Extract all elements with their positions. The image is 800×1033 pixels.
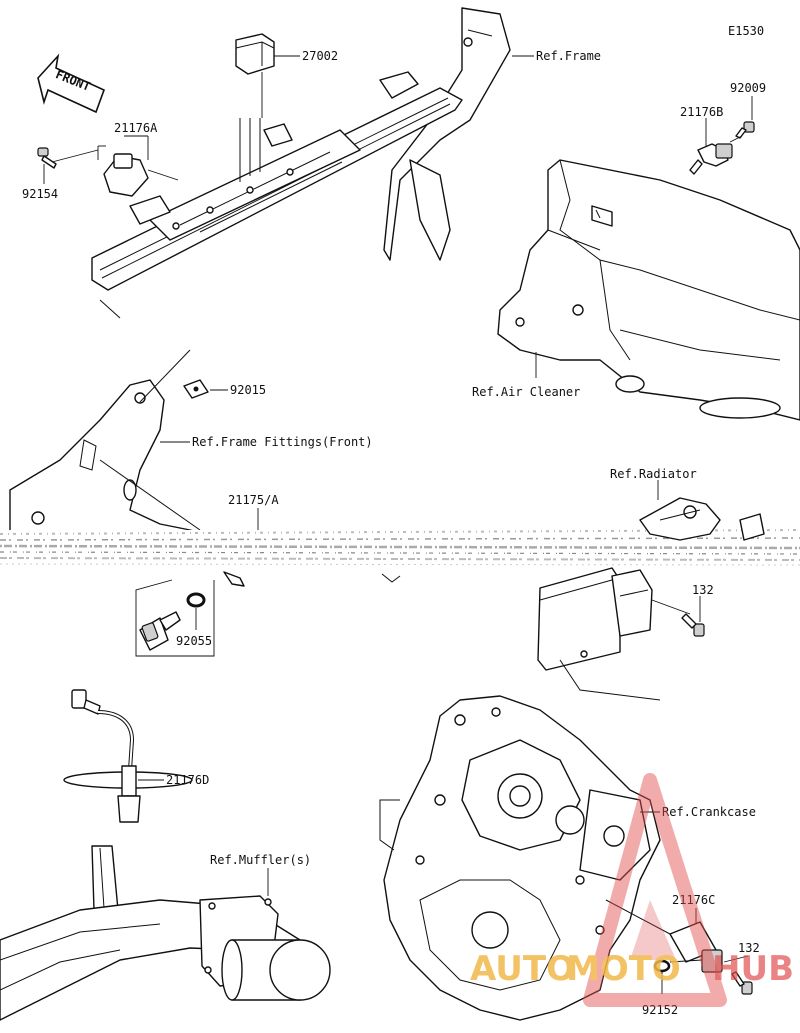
part-92055: 92055: [135, 571, 245, 657]
label-21176D: 21176D: [166, 773, 209, 787]
label-92055: 92055: [176, 634, 212, 648]
muffler-drawing: [0, 845, 331, 1021]
radiator-drawing: [639, 480, 765, 541]
part-21176C: 21176C: [605, 893, 723, 973]
frame-drawing: [91, 7, 511, 319]
part-27002: 27002: [235, 33, 338, 118]
label-92154: 92154: [22, 187, 58, 201]
label-92152: 92152: [642, 1003, 678, 1017]
watermark-text-3: HUB: [712, 949, 794, 989]
air-cleaner-drawing: [497, 159, 800, 421]
watermark-triangle-icon: [583, 773, 727, 1007]
part-132-lower: 132: [723, 941, 760, 995]
ref-crankcase: Ref.Crankcase: [662, 805, 756, 819]
diagram-code: E1530: [728, 24, 764, 38]
ref-air-cleaner: Ref.Air Cleaner: [472, 385, 580, 399]
part-21176D: 21176D: [63, 689, 209, 823]
ecu-drawing: [381, 567, 661, 701]
part-92154: 92154: [22, 147, 99, 201]
label-92015: 92015: [230, 383, 266, 397]
part-132-upper: 132: [651, 583, 714, 637]
label-132-upper: 132: [692, 583, 714, 597]
label-21176A: 21176A: [114, 121, 158, 135]
part-21176A: 21176A: [97, 121, 179, 197]
part-92015: 92015: [183, 379, 266, 399]
label-132-lower: 132: [738, 941, 760, 955]
ref-mufflers: Ref.Muffler(s): [210, 853, 311, 867]
part-92152: 92152: [642, 959, 703, 1017]
label-92009: 92009: [730, 81, 766, 95]
frame-fittings-drawing: [9, 349, 231, 541]
watermark-text-1: AUTO: [470, 949, 575, 989]
watermark-logo: AUTO MOTO HUB: [470, 773, 794, 1007]
label-21175A: 21175/A: [228, 493, 279, 507]
part-92009: 92009: [730, 81, 766, 139]
front-arrow-icon: FRONT: [37, 53, 106, 114]
watermark-text-2: MOTO: [566, 949, 681, 989]
label-27002: 27002: [302, 49, 338, 63]
crankcase-drawing: [379, 695, 661, 1021]
label-21176B: 21176B: [680, 105, 723, 119]
ref-frame: Ref.Frame: [536, 49, 601, 63]
label-21176C: 21176C: [672, 893, 715, 907]
ref-frame-fittings: Ref.Frame Fittings(Front): [192, 435, 373, 449]
part-21176B: 21176B: [680, 105, 743, 175]
ref-radiator: Ref.Radiator: [610, 467, 697, 481]
